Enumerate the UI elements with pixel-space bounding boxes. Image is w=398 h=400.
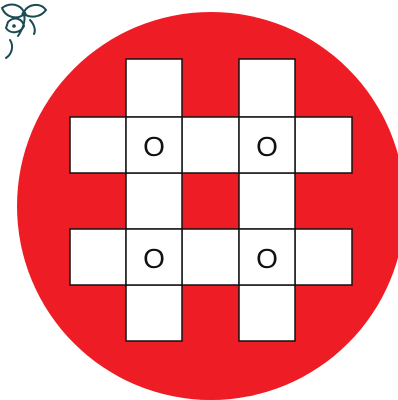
board-cell[interactable] [295, 117, 352, 173]
board-cell[interactable] [239, 59, 295, 117]
board-cell[interactable] [126, 173, 182, 229]
o-mark: O [143, 131, 165, 162]
o-mark: O [256, 131, 278, 162]
board-cell[interactable] [126, 285, 182, 341]
o-mark: O [256, 243, 278, 274]
board-disc [17, 12, 398, 400]
board-cell[interactable] [239, 173, 295, 229]
board-cell[interactable] [70, 117, 126, 173]
board-cell[interactable] [295, 229, 352, 285]
board-cell[interactable] [182, 117, 239, 173]
board-cell[interactable] [182, 229, 239, 285]
board-cell[interactable] [70, 229, 126, 285]
board-cell[interactable] [126, 59, 182, 117]
board-cell[interactable] [239, 285, 295, 341]
o-mark: O [143, 243, 165, 274]
